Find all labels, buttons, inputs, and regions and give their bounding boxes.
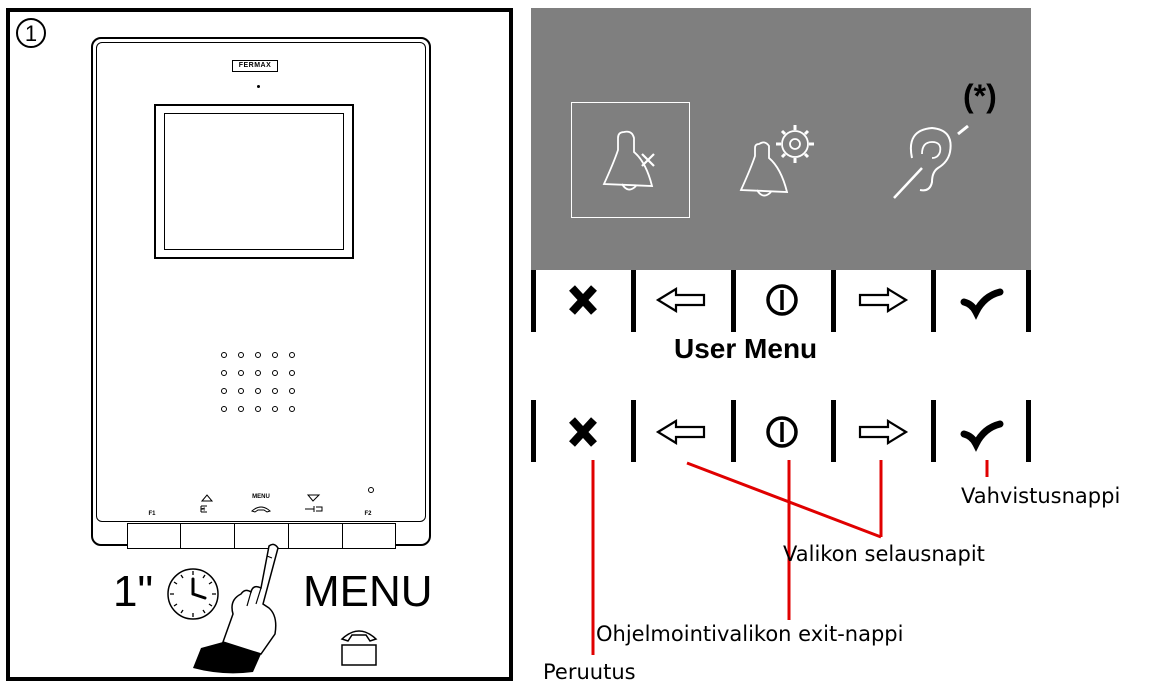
- softkey-cancel[interactable]: [531, 270, 631, 332]
- right-arrow-icon: [858, 419, 909, 445]
- footnote-marker: (*): [963, 78, 997, 114]
- key-up[interactable]: [180, 523, 235, 549]
- step-number: 1: [16, 18, 46, 48]
- down-arrow-icon: [305, 494, 323, 512]
- menu-label: MENU: [303, 567, 433, 616]
- led-indicator: [257, 85, 260, 88]
- annotation-lines: [591, 460, 989, 655]
- right-arrow-icon: [858, 287, 909, 313]
- brand-logo: FERMAX: [232, 60, 278, 72]
- clock-icon: [167, 568, 219, 620]
- check-icon: [960, 420, 1004, 452]
- power-icon: [766, 416, 798, 448]
- hearing-aid-icon[interactable]: [888, 120, 972, 200]
- label-confirm: Vahvistusnappi: [961, 484, 1121, 508]
- monitor-screen: [154, 104, 354, 259]
- press-duration: 1": [113, 567, 154, 616]
- button-label-f1: F1: [148, 511, 156, 517]
- left-arrow-icon: [655, 419, 706, 445]
- up-arrow-icon: [200, 494, 214, 513]
- softkey-confirm[interactable]: [931, 270, 1031, 332]
- status-dot: [368, 487, 374, 493]
- softkey-left[interactable]: [631, 270, 731, 332]
- check-icon: [960, 288, 1004, 320]
- close-icon: [569, 285, 597, 315]
- handset-key-icon: [340, 630, 378, 666]
- button-label-menu: MENU: [252, 494, 270, 500]
- key-f2[interactable]: [342, 523, 396, 549]
- instruction-panel: [6, 8, 513, 681]
- softkey-right[interactable]: [831, 270, 931, 332]
- speaker-grille: [221, 352, 311, 424]
- power-icon: [766, 284, 798, 316]
- softkey-exit[interactable]: [731, 400, 831, 462]
- key-menu[interactable]: [234, 523, 289, 549]
- hand-pointer-icon: [193, 543, 279, 674]
- key-down[interactable]: [288, 523, 343, 549]
- left-arrow-icon: [655, 287, 706, 313]
- softkey-left[interactable]: [631, 400, 731, 462]
- softkey-right[interactable]: [831, 400, 931, 462]
- close-icon: [569, 417, 597, 447]
- label-cancel: Peruutus: [543, 660, 636, 684]
- softkey-bar-legend: [531, 400, 1031, 462]
- bell-settings-icon[interactable]: [737, 116, 823, 202]
- button-label-f2: F2: [364, 511, 372, 517]
- selected-option-frame[interactable]: [571, 102, 690, 218]
- handset-icon: [251, 506, 271, 513]
- softkey-confirm[interactable]: [931, 400, 1031, 462]
- softkey-cancel[interactable]: [531, 400, 631, 462]
- monitor-faceplate: [96, 42, 426, 522]
- user-menu-title: User Menu: [674, 333, 818, 364]
- user-menu-screen: [531, 8, 1031, 270]
- label-exit: Ohjelmointivalikon exit-nappi: [596, 622, 904, 646]
- softkey-bar-menu: [531, 270, 1031, 332]
- label-scroll: Valikon selausnapit: [783, 542, 985, 566]
- monitor-screen-display: [164, 113, 344, 250]
- bell-mute-icon[interactable]: [596, 126, 668, 198]
- softkey-exit[interactable]: [731, 270, 831, 332]
- key-f1[interactable]: [127, 523, 181, 549]
